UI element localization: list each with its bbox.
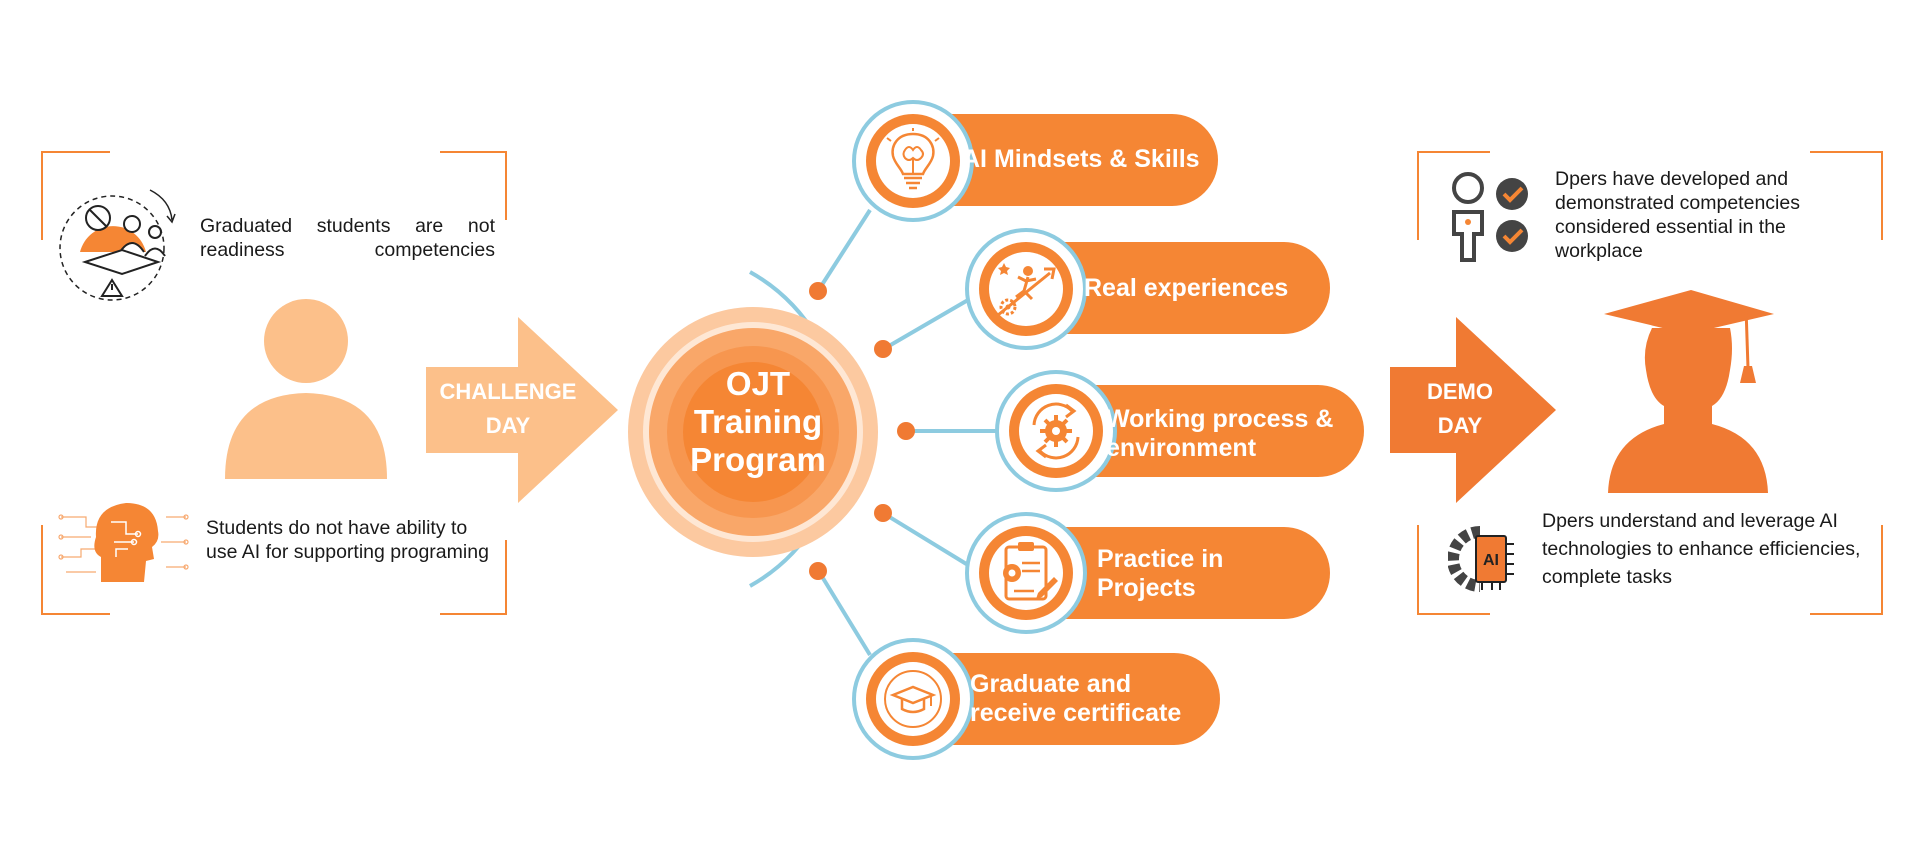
ai-chip-gear-icon: AI bbox=[1448, 526, 1514, 592]
competency-checklist-icon bbox=[1452, 172, 1528, 262]
center-title-line2: Training bbox=[693, 403, 823, 440]
problem-text-1: Graduated students are not readiness com… bbox=[200, 215, 495, 261]
stage-label-2: Real experiences bbox=[1084, 274, 1324, 303]
branch-node bbox=[809, 282, 827, 300]
demo-label-line1: DEMO bbox=[1427, 379, 1493, 404]
center-title-line1: OJT bbox=[725, 365, 791, 402]
stage-ring-core bbox=[876, 662, 950, 736]
branch-nodes bbox=[809, 282, 915, 580]
stage-label-line: Working process & bbox=[1106, 405, 1334, 433]
problem-text-2: Students do not have ability to use AI f… bbox=[206, 517, 489, 563]
outcome-text-1: Dpers have developed and demonstrated co… bbox=[1555, 168, 1800, 262]
stage-label-line: Practice in bbox=[1097, 545, 1224, 573]
stage-label-4: Practice in Projects bbox=[1097, 545, 1317, 603]
challenge-arrow-label: CHALLENGE DAY bbox=[428, 375, 588, 443]
stage-label-line: environment bbox=[1106, 434, 1257, 462]
challenge-label-line1: CHALLENGE bbox=[439, 379, 577, 404]
lightbulb-brain-icon bbox=[886, 128, 940, 190]
unprepared-graduate-icon bbox=[59, 189, 176, 301]
challenge-day-arrow bbox=[426, 317, 618, 503]
stage-label-line: Projects bbox=[1097, 574, 1196, 602]
branch-node bbox=[897, 422, 915, 440]
stage-label-line: Real experiences bbox=[1084, 274, 1289, 302]
challenge-label-line2: DAY bbox=[485, 413, 531, 438]
graduation-cap-icon bbox=[884, 670, 942, 728]
center-title-line3: Program bbox=[690, 441, 826, 478]
demo-label-line2: DAY bbox=[1437, 413, 1483, 438]
branch-node bbox=[809, 562, 827, 580]
branch-node bbox=[874, 340, 892, 358]
left-panel-frame bbox=[41, 151, 507, 615]
climbing-success-icon bbox=[997, 263, 1056, 317]
stage-label-line: receive certificate bbox=[970, 699, 1182, 727]
stage-label-1: AI Mindsets & Skills bbox=[962, 145, 1212, 174]
right-panel-frame bbox=[1417, 151, 1883, 615]
stage-label-3: Working process & environment bbox=[1106, 405, 1366, 463]
stage-label-5: Graduate and receive certificate bbox=[970, 670, 1220, 728]
demo-arrow-label: DEMO DAY bbox=[1400, 375, 1520, 443]
outcome-text-2: Dpers understand and leverage AI technol… bbox=[1542, 510, 1861, 588]
branch-node bbox=[874, 504, 892, 522]
stage-label-line: Graduate and bbox=[970, 670, 1132, 698]
ojt-center-circle bbox=[628, 307, 878, 557]
clipboard-gear-icon bbox=[1003, 542, 1058, 601]
student-person-icon bbox=[225, 299, 387, 479]
gear-cycle-icon bbox=[1032, 402, 1080, 460]
branch-lines bbox=[816, 208, 1010, 657]
stage-label-line: AI Mindsets & Skills bbox=[962, 145, 1200, 173]
demo-day-arrow bbox=[1390, 317, 1556, 503]
ai-circuit-head-icon bbox=[58, 503, 189, 582]
graduate-silhouette-icon bbox=[1604, 290, 1774, 493]
ojt-center-title: OJT Training Program bbox=[628, 365, 888, 479]
ai-chip-label: AI bbox=[1483, 552, 1499, 569]
